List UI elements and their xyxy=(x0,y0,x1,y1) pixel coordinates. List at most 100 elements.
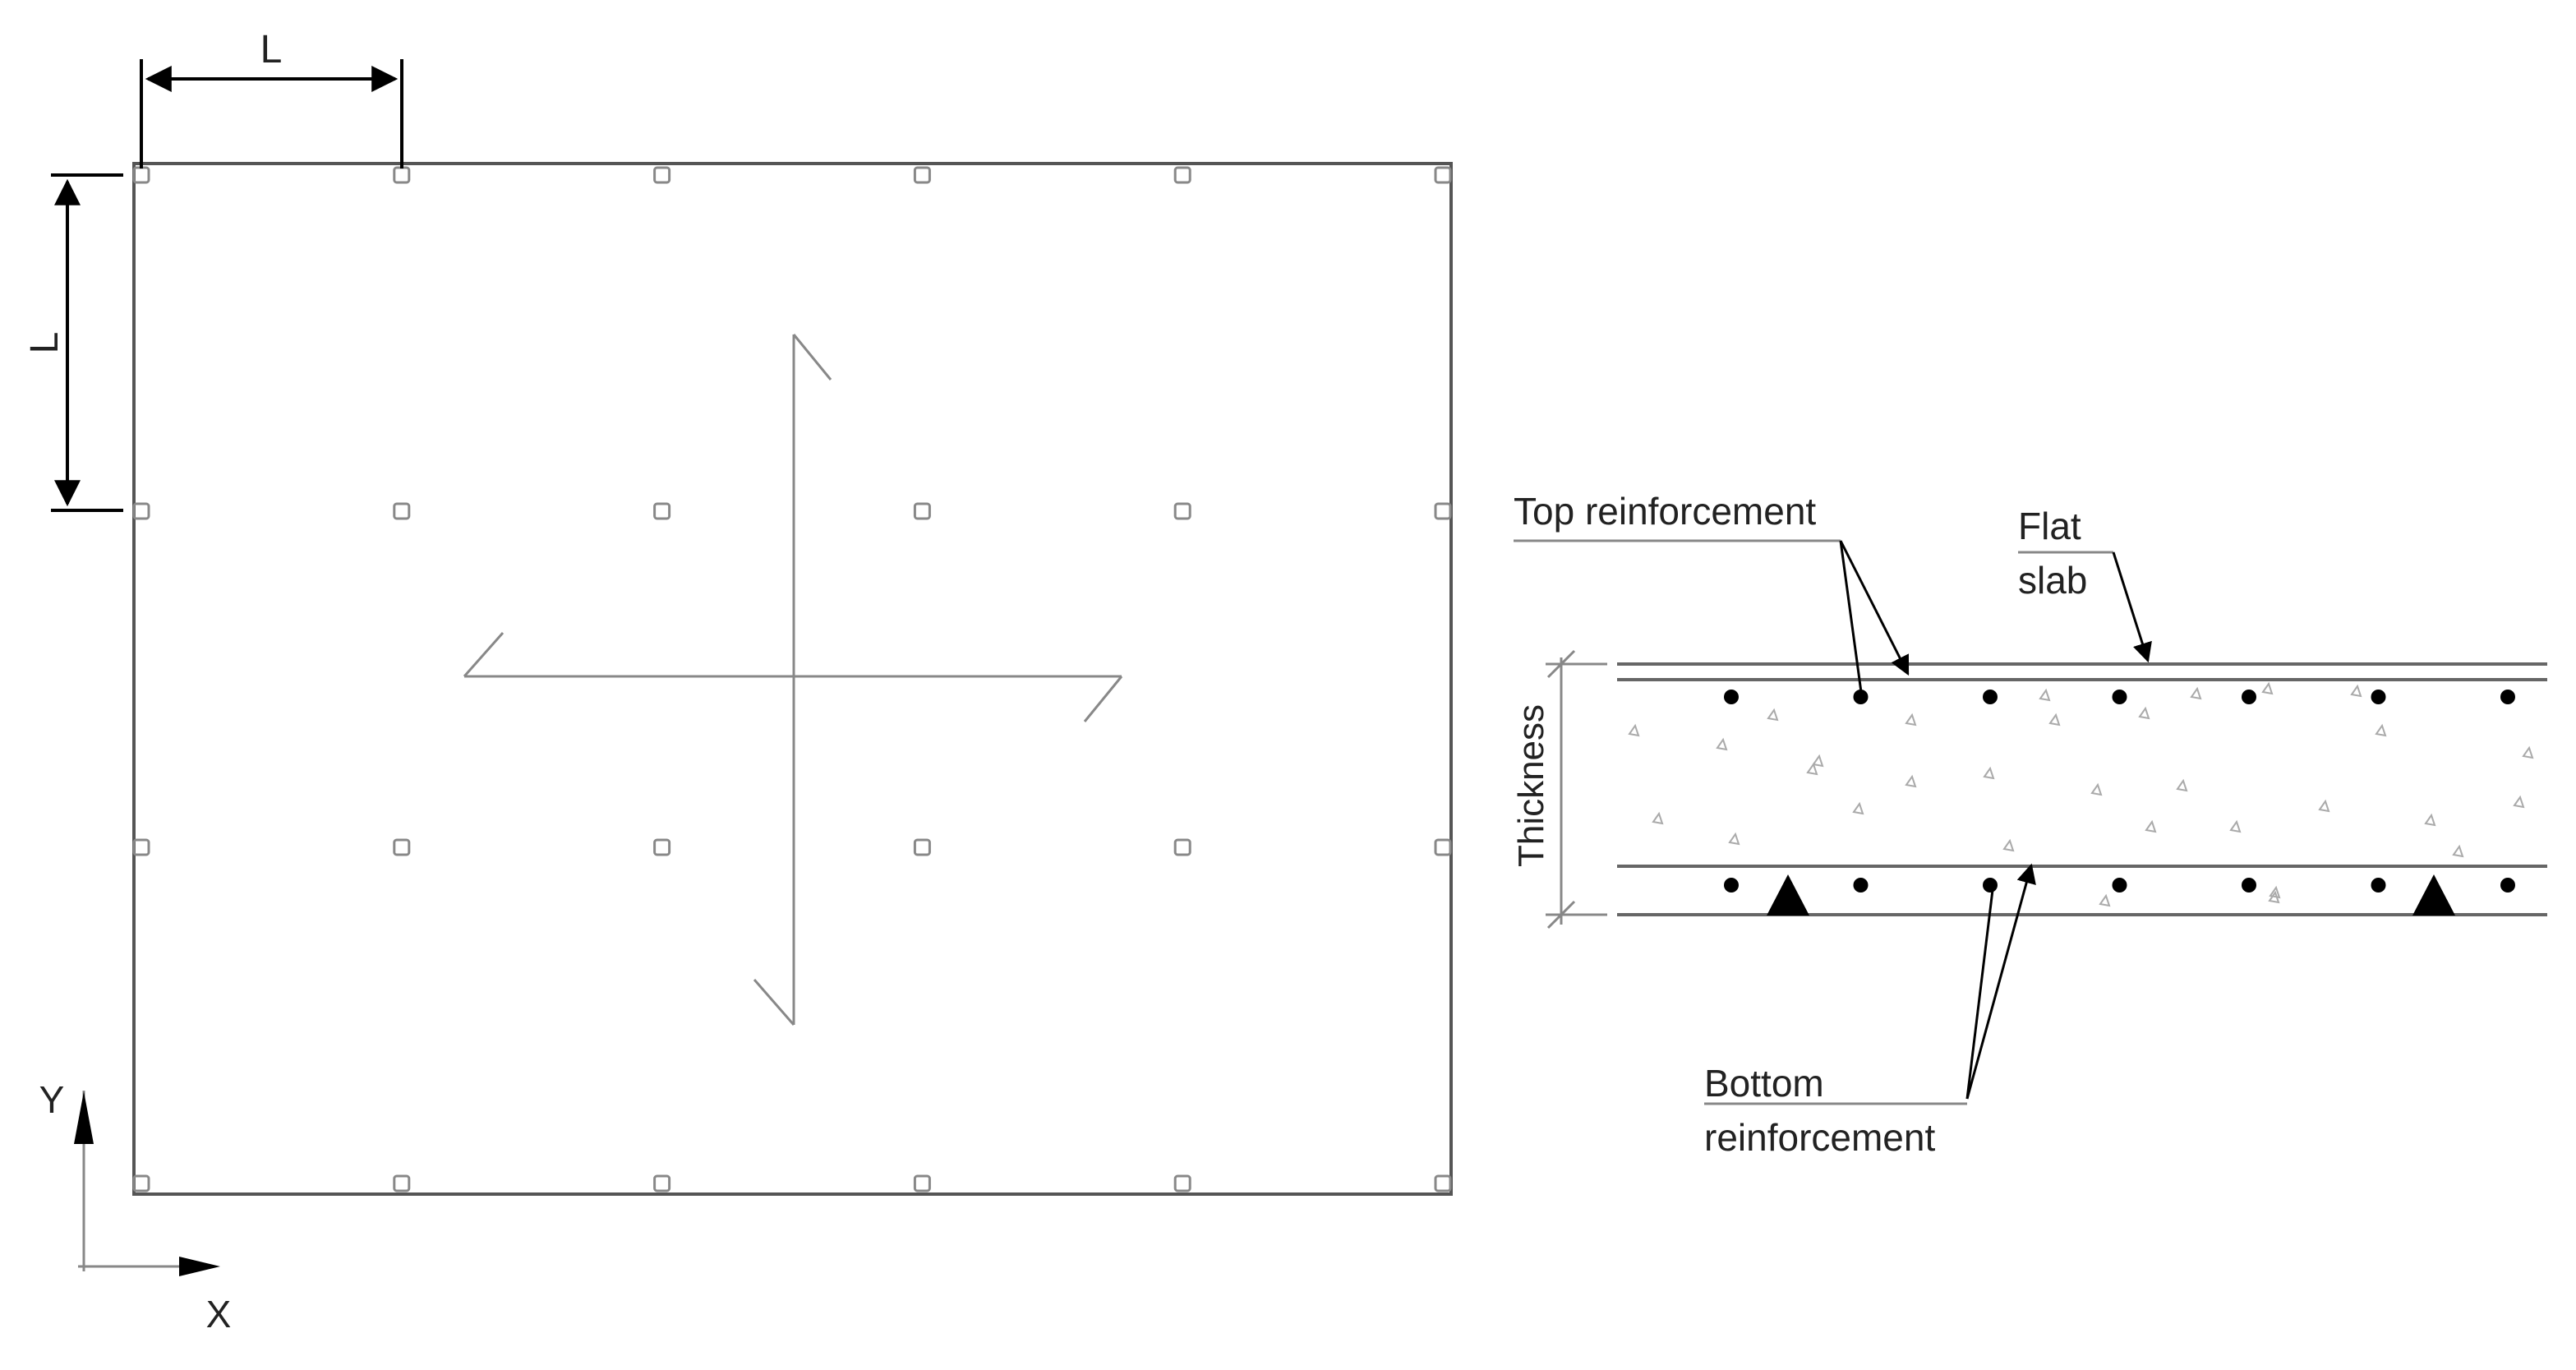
aggregate-speck xyxy=(1652,811,1664,825)
column-marker xyxy=(132,502,150,520)
aggregate-speck xyxy=(2190,686,2202,700)
span-label-x: L xyxy=(260,28,283,71)
column-marker xyxy=(393,166,411,184)
column-marker xyxy=(1173,1174,1191,1192)
aggregate-speck xyxy=(2424,813,2436,827)
bottom-rebar xyxy=(1724,878,1739,893)
axis-x-label: X xyxy=(206,1293,232,1335)
bottom-rebar xyxy=(2500,878,2515,893)
aggregate-speck xyxy=(2375,723,2387,737)
column-marker xyxy=(393,838,411,856)
section-view: Thickness Top reinforcement Flat slab Bo… xyxy=(1511,490,2547,1159)
top-reinforcement-label: Top reinforcement xyxy=(1514,490,1816,533)
top-rebar xyxy=(2112,690,2127,704)
dimension-y: L xyxy=(23,173,123,512)
aggregate-speck xyxy=(2176,778,2188,792)
aggregate-speck xyxy=(1983,766,1995,780)
dimension-x: L xyxy=(140,28,403,168)
flat-slab-label-line1: Flat xyxy=(2018,505,2081,547)
top-rebar xyxy=(1853,690,1869,704)
flat-slab-label-line2: slab xyxy=(2018,559,2087,602)
axis-x-arrow-icon xyxy=(179,1257,220,1276)
aggregate-speck xyxy=(1628,723,1640,737)
thickness-label: Thickness xyxy=(1511,704,1551,867)
aggregate-speck xyxy=(1812,754,1824,768)
aggregate-speck xyxy=(2350,684,2362,698)
aggregate-speck xyxy=(2229,819,2242,833)
column-marker xyxy=(913,502,931,520)
column-marker xyxy=(1173,502,1191,520)
aggregate-speck xyxy=(2002,838,2015,852)
aggregate-speck xyxy=(2099,893,2111,907)
thickness-dimension: Thickness xyxy=(1511,649,1607,929)
column-marker xyxy=(913,1174,931,1192)
axis-y-label: Y xyxy=(39,1078,65,1121)
bottom-rebar xyxy=(1983,878,1998,893)
bottom-rebar xyxy=(1853,878,1869,893)
aggregate-speck xyxy=(1852,801,1864,815)
column-marker xyxy=(132,166,150,184)
column-marker xyxy=(1434,1174,1452,1192)
aggregate-speck xyxy=(2145,819,2157,833)
column-marker xyxy=(1173,166,1191,184)
column-marker xyxy=(1173,838,1191,856)
column-marker xyxy=(653,1174,671,1192)
bottom-rebar xyxy=(2242,878,2256,893)
column-marker xyxy=(913,166,931,184)
top-rebar xyxy=(2371,690,2386,704)
axis-y-arrow-icon xyxy=(74,1091,94,1144)
aggregate-speck xyxy=(2513,795,2525,809)
aggregate-speck xyxy=(2090,782,2103,796)
concrete-aggregate xyxy=(1628,681,2534,907)
aggregate-speck xyxy=(2039,688,2051,702)
span-label-y: L xyxy=(23,332,67,354)
column-marker xyxy=(132,838,150,856)
aggregate-speck xyxy=(2138,706,2150,720)
support-triangle-icon xyxy=(2412,874,2455,916)
support-triangle-icon xyxy=(1767,874,1809,916)
axes-indicator: Y X xyxy=(39,1078,232,1335)
aggregate-speck xyxy=(2522,745,2534,759)
top-rebar xyxy=(1724,690,1739,704)
aggregate-speck xyxy=(1806,762,1818,776)
aggregate-speck xyxy=(1905,774,1917,788)
top-rebar xyxy=(2242,690,2256,704)
aggregate-speck xyxy=(2269,885,2281,899)
bottom-reinforcement-label-line1: Bottom xyxy=(1704,1062,1824,1105)
top-reinforcement-callout: Top reinforcement xyxy=(1514,490,1910,693)
column-marker xyxy=(1434,166,1452,184)
column-marker xyxy=(393,502,411,520)
section-cut-marker xyxy=(463,334,1123,1026)
bottom-rebar xyxy=(2112,878,2127,893)
aggregate-speck xyxy=(1728,832,1740,846)
column-marker xyxy=(393,1174,411,1192)
bottom-rebar xyxy=(2371,878,2386,893)
aggregate-speck xyxy=(1767,708,1779,722)
column-grid xyxy=(132,166,1452,1192)
column-marker xyxy=(1434,502,1452,520)
aggregate-speck xyxy=(2452,844,2464,858)
aggregate-speck xyxy=(2261,681,2274,695)
aggregate-speck xyxy=(1905,713,1917,727)
column-marker xyxy=(653,502,671,520)
flat-slab-callout: Flat slab xyxy=(2018,505,2152,663)
aggregate-speck xyxy=(2048,713,2061,727)
column-marker xyxy=(132,1174,150,1192)
slab-section xyxy=(1617,662,2547,916)
top-rebar xyxy=(2500,690,2515,704)
slab-outline xyxy=(132,162,1453,1196)
supports xyxy=(1767,874,2455,916)
bottom-reinforcement-callout: Bottom reinforcement xyxy=(1704,863,2036,1159)
plan-view: L L Y X xyxy=(23,28,1453,1335)
column-marker xyxy=(653,166,671,184)
column-marker xyxy=(913,838,931,856)
top-rebar xyxy=(1983,690,1998,704)
aggregate-speck xyxy=(1716,737,1728,751)
bottom-reinforcement-label-line2: reinforcement xyxy=(1704,1116,1935,1159)
rebar-dots xyxy=(1724,690,2515,893)
column-marker xyxy=(653,838,671,856)
aggregate-speck xyxy=(2268,890,2280,904)
column-marker xyxy=(1434,838,1452,856)
